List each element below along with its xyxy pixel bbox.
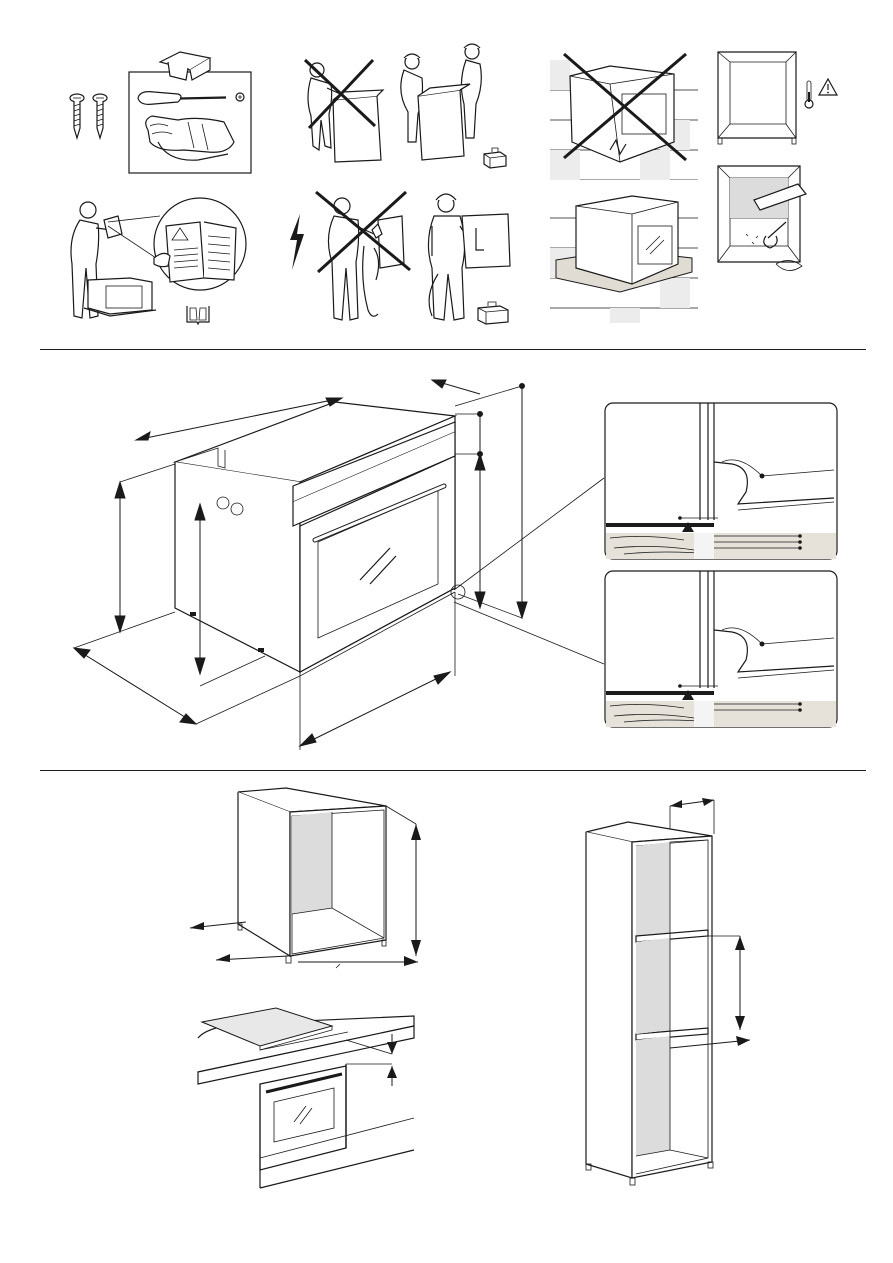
dimension-height-left [115,464,175,632]
tool-panel [128,50,253,175]
cabinet-cleaning-icon [716,164,811,276]
thermometer-icon [803,80,815,110]
oven-on-pallet-icon [550,188,698,323]
two-persons-lifting-icon [394,42,494,167]
oven-on-tiles-crossed-icon [550,50,698,180]
electrical-work-crossed-icon [312,190,412,325]
electric-hazard-icon [288,214,306,270]
screws-icon [66,92,116,142]
manual-warning-icon [108,198,248,298]
separator-middle [40,770,866,771]
cabinet-icon [716,50,798,146]
toolbox-icon [476,300,510,326]
person-lifting-alone-crossed-icon [303,58,383,168]
dimension-depth-top-right [432,380,480,394]
book-icon [185,304,211,326]
separator-top [40,349,866,350]
toolbox-icon [482,146,508,170]
detail-section-top [604,402,838,560]
worktop-hob-oven-diagram [196,998,418,1192]
detail-section-bottom [604,570,838,728]
base-cabinet-diagram [186,784,426,974]
warning-triangle-icon [818,78,838,96]
tall-column-cabinet-diagram [580,796,760,1190]
detail-leaders [450,470,610,670]
